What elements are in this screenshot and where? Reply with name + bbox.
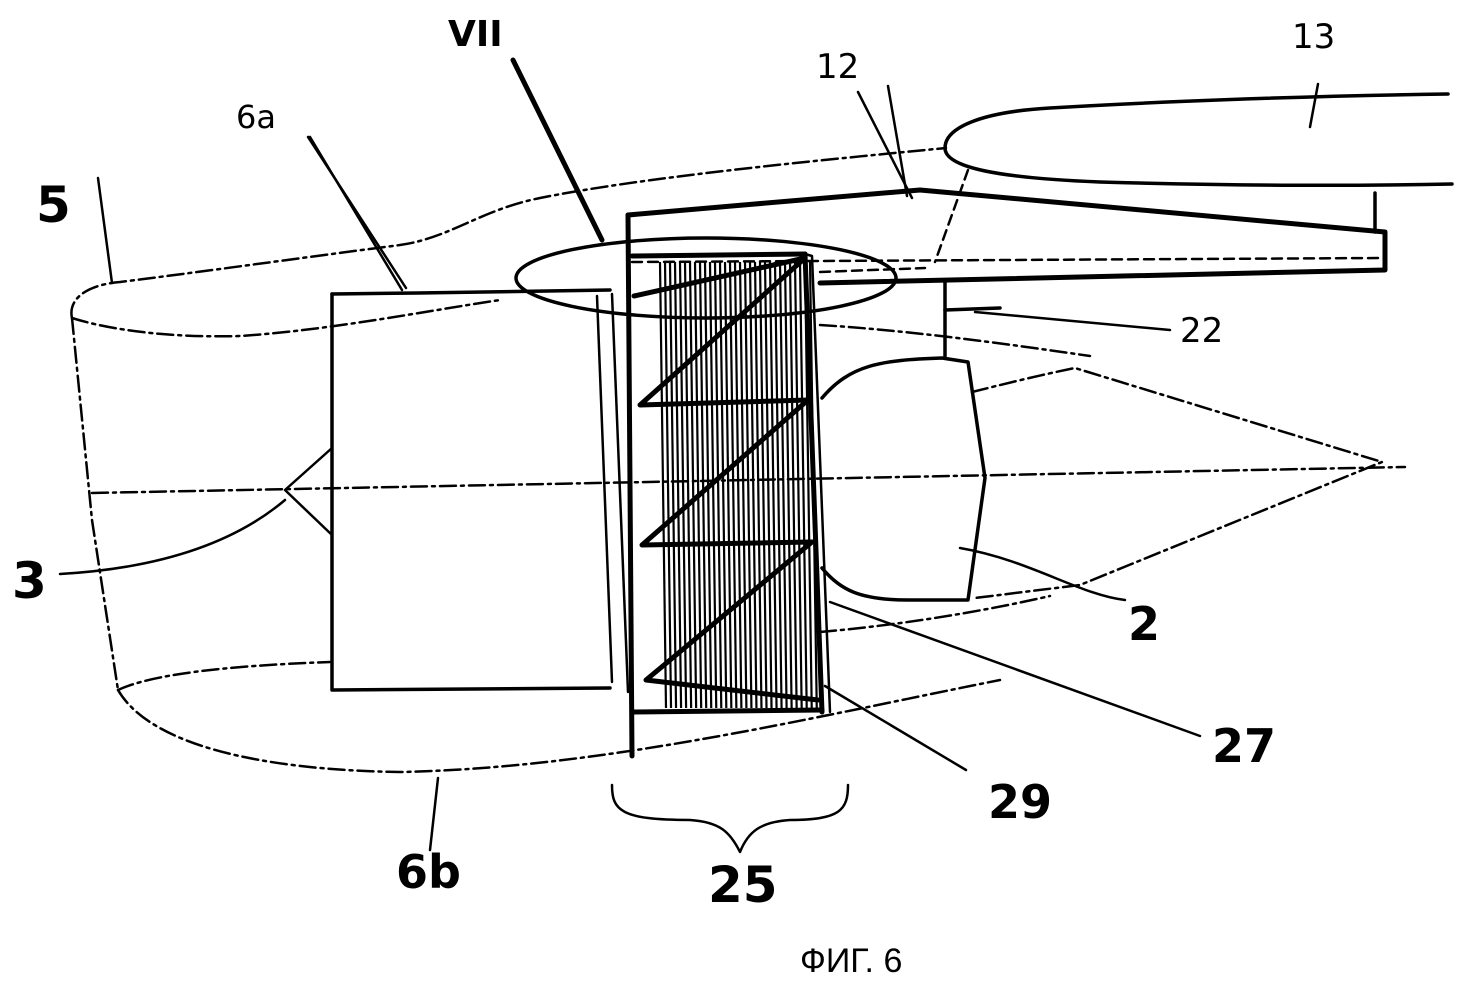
label-2: 2 — [1128, 597, 1160, 651]
cascade-hatch-line — [688, 261, 698, 709]
cascade-hatch-line — [723, 261, 733, 709]
spinner — [283, 446, 334, 537]
label-22: 22 — [1180, 311, 1223, 351]
label-6a: 6a — [236, 98, 276, 136]
cascade-hatch-line — [788, 261, 798, 709]
cascade-hatch-line — [758, 261, 768, 709]
label-6b: 6b — [396, 845, 461, 899]
cascade-hatch-line — [763, 261, 773, 709]
label-3: 3 — [12, 552, 47, 610]
cascade-hatch-line — [743, 261, 753, 709]
detail-circle — [514, 236, 898, 320]
core-engine — [820, 280, 1002, 602]
label-27: 27 — [1212, 719, 1276, 773]
label-13: 13 — [1292, 17, 1335, 57]
cascade-hatch-line — [663, 261, 673, 709]
pylon — [625, 168, 1388, 286]
figure-caption: ФИГ. 6 — [800, 942, 902, 980]
exhaust-cone — [970, 366, 1384, 600]
cascade-hatch-line — [673, 261, 683, 709]
cascade-hatch-line — [738, 261, 748, 709]
cascade-hatch-line — [728, 261, 738, 709]
cascade-hatch-line — [783, 261, 793, 709]
nacelle-outline — [70, 146, 1092, 774]
cascade-hatch-line — [773, 261, 783, 709]
label-25: 25 — [708, 856, 778, 914]
label-5: 5 — [36, 176, 71, 234]
cascade-hatch-line — [808, 261, 818, 709]
zigzag-spring — [631, 255, 821, 703]
cascade-grid — [658, 261, 818, 709]
cascade-hatch-line — [733, 261, 743, 709]
wing — [943, 92, 1454, 188]
cascade-hatch-line — [803, 261, 813, 709]
cascade-hatch-line — [798, 261, 808, 709]
label-12: 12 — [816, 47, 859, 87]
cascade-hatch-line — [793, 261, 803, 709]
cascade-hatch-line — [668, 261, 678, 709]
cascade-hatch-line — [718, 261, 728, 709]
cascade-hatch-line — [658, 261, 668, 709]
cascade-hatch-line — [778, 261, 788, 709]
cascade-hatch-line — [678, 261, 688, 709]
cascade-hatch-line — [753, 261, 763, 709]
label-section-vii: VII — [448, 14, 503, 55]
engine-centerline — [90, 465, 1407, 495]
fan-case — [330, 288, 630, 694]
cascade-hatch-line — [683, 261, 693, 709]
label-29: 29 — [988, 775, 1052, 829]
leader-lines — [58, 57, 1320, 854]
cascade-hatch-line — [748, 261, 758, 709]
cascade-hatch-line — [768, 261, 778, 709]
